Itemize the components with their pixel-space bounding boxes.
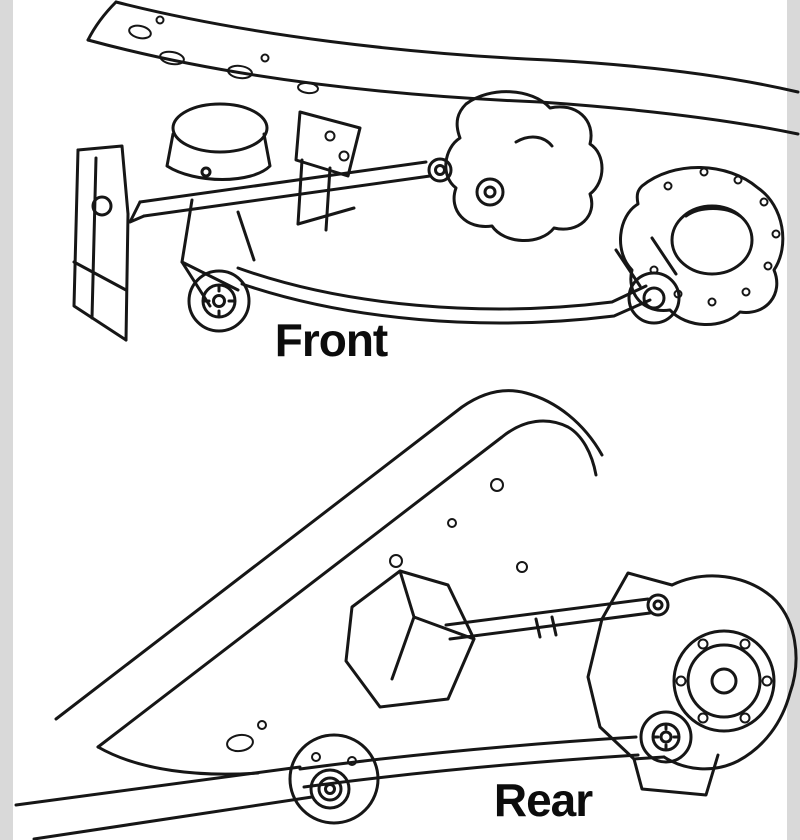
front-bushing-marker	[187, 269, 251, 333]
rear-upper-control-arm	[444, 593, 670, 641]
front-suspension-diagram: Front	[72, 0, 800, 366]
rear-frame-rail	[54, 389, 604, 749]
front-diagram-art	[72, 0, 800, 342]
rear-lower-rail	[14, 720, 314, 840]
left-edge-strip	[0, 0, 13, 840]
front-crossmember-mount	[165, 102, 272, 181]
front-frame-rail	[86, 0, 800, 136]
rear-suspension-diagram: Rear	[14, 389, 798, 840]
rear-lower-control-arm	[298, 735, 640, 789]
rear-hub-assembly	[586, 571, 798, 797]
front-label: Front	[275, 314, 388, 366]
front-upper-control-arm	[128, 157, 453, 224]
rear-diagram-art	[14, 389, 798, 840]
rear-bushing-marker	[639, 710, 693, 764]
rear-center-mount	[344, 569, 476, 709]
rear-label: Rear	[494, 774, 593, 826]
right-edge-strip	[787, 0, 800, 840]
front-bushing-bracket	[180, 198, 256, 308]
front-tower-plates	[294, 110, 362, 232]
front-knuckle	[444, 90, 604, 242]
front-lower-control-arm	[236, 266, 652, 325]
front-diff-housing	[614, 166, 785, 326]
front-left-bracket	[72, 144, 130, 342]
